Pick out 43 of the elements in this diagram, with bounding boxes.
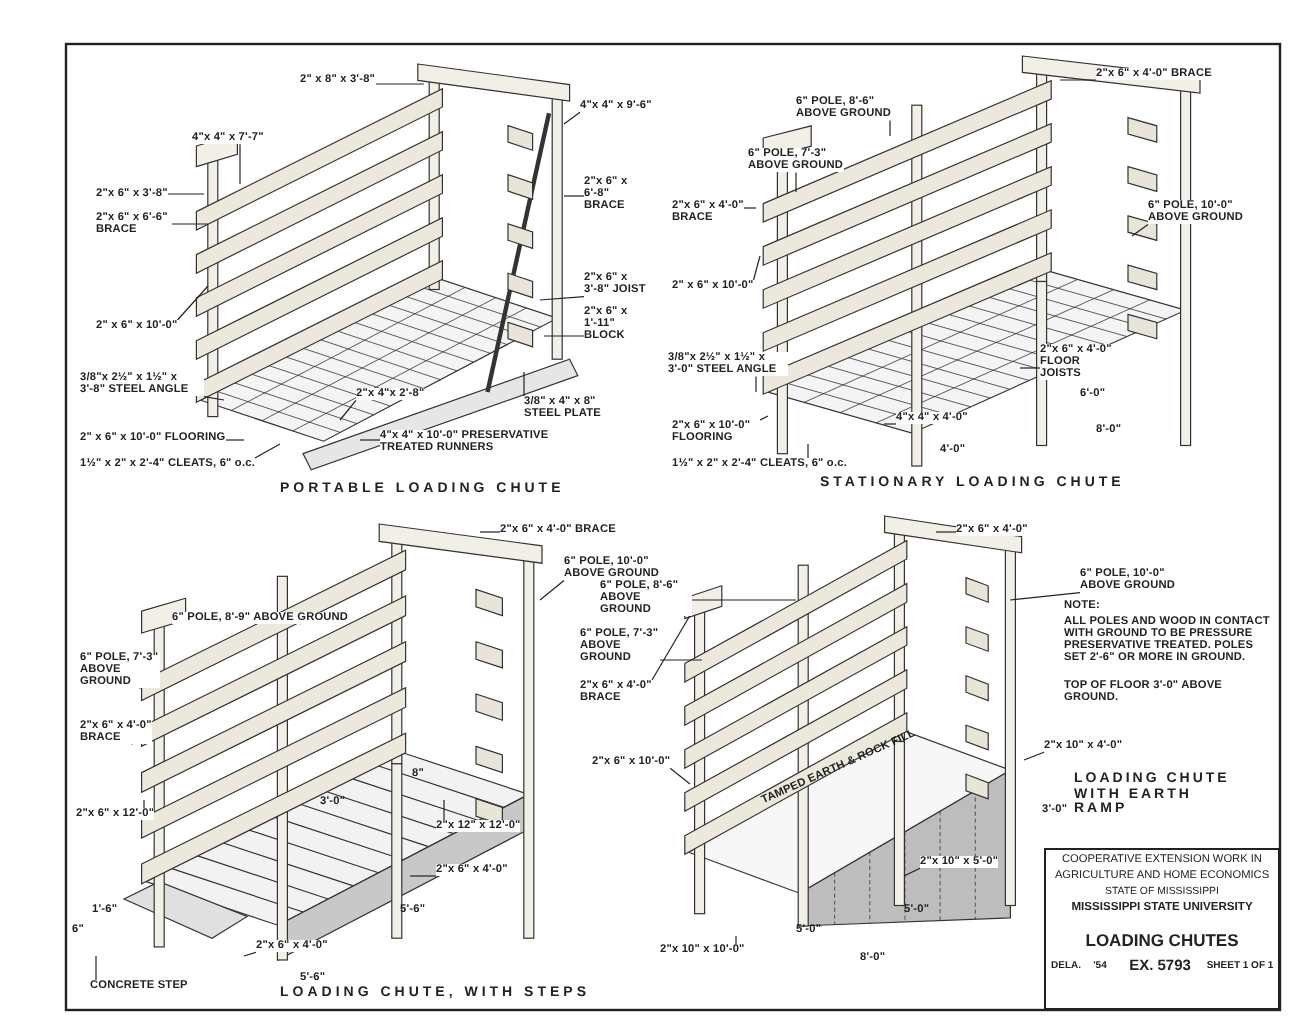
leader-line <box>176 285 209 321</box>
leader-line <box>239 143 241 185</box>
leader-line <box>752 255 761 281</box>
leader-line <box>807 443 809 459</box>
leader-line <box>479 531 501 533</box>
leader-line <box>883 423 897 425</box>
leader-line <box>523 371 525 397</box>
leader-line <box>95 955 97 981</box>
leader-line <box>1009 591 1081 601</box>
leader-line <box>755 375 757 393</box>
leader-line <box>143 799 145 809</box>
leader-line <box>409 875 437 877</box>
leader-line <box>935 531 957 533</box>
leader-line <box>889 119 891 137</box>
leader-line <box>224 439 245 441</box>
leader-line <box>651 611 693 681</box>
drawing-title: LOADING CHUTES <box>1083 930 1241 950</box>
loading-chute-drawing <box>684 515 1023 927</box>
leader-line <box>339 399 357 421</box>
leader-line <box>374 83 425 85</box>
leader-line <box>203 395 225 401</box>
leader-line <box>669 767 691 785</box>
leader-line <box>795 171 797 193</box>
leader-line <box>443 799 445 821</box>
leader-line <box>743 207 757 209</box>
leader-line <box>1019 367 1041 369</box>
leader-line <box>691 599 797 601</box>
leader-line <box>243 951 257 957</box>
leader-line <box>563 195 585 197</box>
leader-line <box>1023 751 1045 761</box>
leader-line <box>359 439 381 441</box>
leader-line <box>903 867 921 877</box>
leader-line <box>735 935 737 945</box>
leader-line <box>539 579 565 601</box>
leader-line <box>171 223 209 225</box>
leader-line <box>167 193 205 195</box>
leader-line <box>1059 79 1097 81</box>
leader-line <box>659 659 703 661</box>
leader-line <box>539 295 585 301</box>
leader-line <box>254 443 281 459</box>
leader-line <box>563 111 581 125</box>
leader-line <box>1131 223 1149 237</box>
leader-line <box>543 335 585 337</box>
